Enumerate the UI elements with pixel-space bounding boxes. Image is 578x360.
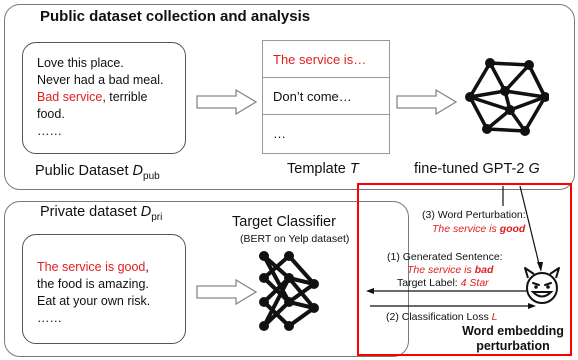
gpt-caption-text: fine-tuned GPT-2 — [414, 161, 529, 177]
public-text-line1: Love this place. — [37, 56, 124, 70]
step3-label: (3) Word Perturbation: — [422, 209, 526, 221]
public-caption-symbol: D — [132, 163, 144, 179]
classifier-network-icon — [259, 251, 319, 331]
gpt-caption: fine-tuned GPT-2 G — [414, 161, 540, 177]
step3-text-bold: good — [499, 223, 526, 235]
step2-label-text: (2) Classification Loss — [386, 311, 492, 323]
private-text-line3: Eat at your own risk. — [37, 294, 151, 308]
public-text-line5: …… — [37, 124, 62, 138]
step1-text-plain: The service is — [407, 264, 475, 276]
private-text-highlight: The service is good — [37, 260, 146, 274]
target-label-value: 4 Star — [460, 277, 489, 289]
public-panel-title: Public dataset collection and analysis — [40, 8, 311, 25]
private-text-line1: The service is good, — [37, 259, 175, 276]
gpt-caption-symbol: G — [528, 161, 540, 177]
step3-text-plain: The service is — [432, 223, 500, 235]
right-arrow-icon — [396, 89, 458, 115]
devil-face-icon — [524, 267, 560, 304]
template-caption: Template T — [287, 161, 359, 177]
step2-symbol: L — [491, 311, 498, 323]
gpt-network-icon — [465, 58, 549, 136]
public-dataset-textbox: Love this place. Never had a bad meal. B… — [22, 42, 186, 154]
gpt-to-devil-line — [519, 185, 541, 269]
public-caption-sub: pub — [143, 170, 160, 182]
public-text-line3: Bad service, terrible — [37, 89, 175, 106]
step2-label: (2) Classification Loss L — [386, 311, 497, 323]
template-table: The service is… Don’t come… … — [262, 40, 390, 154]
target-label: Target Label: 4 Star — [397, 277, 489, 289]
perturbation-title-line1: Word embedding — [462, 324, 564, 338]
public-caption-text: Public Dataset — [35, 163, 133, 179]
target-label-prefix: Target Label: — [397, 277, 461, 289]
template-row: … — [273, 126, 286, 141]
template-row: The service is… — [263, 41, 389, 78]
private-text-line2: the food is amazing. — [37, 277, 149, 291]
private-dataset-textbox: The service is good, the food is amazing… — [22, 234, 186, 344]
template-caption-symbol: T — [349, 161, 359, 177]
word-embedding-perturbation-box — [357, 183, 572, 356]
step3-text: The service is good — [432, 223, 525, 235]
private-panel-title: Private dataset Dpri — [40, 204, 162, 223]
private-title-sub: pri — [151, 211, 163, 223]
public-text-line4: food. — [37, 107, 65, 121]
private-title-symbol: D — [140, 204, 152, 220]
public-text-line3-rest: , terrible — [102, 90, 148, 104]
template-caption-text: Template — [287, 161, 350, 177]
step1-text: The service is bad — [407, 264, 493, 276]
classifier-title: Target Classifier — [232, 214, 336, 230]
public-text-highlight: Bad service — [37, 90, 103, 104]
private-text-line1-rest: , — [145, 260, 149, 274]
right-arrow-icon — [196, 279, 258, 305]
private-text-line4: …… — [37, 311, 62, 325]
perturbation-title: Word embedding perturbation — [457, 324, 569, 354]
step1-text-bold: bad — [474, 264, 494, 276]
private-title-text: Private dataset — [40, 204, 141, 220]
right-arrow-icon — [196, 89, 258, 115]
classifier-subtitle: (BERT on Yelp dataset) — [240, 233, 350, 245]
perturbation-title-line2: perturbation — [476, 339, 550, 353]
template-row: Don’t come… — [263, 78, 389, 115]
public-text-line2: Never had a bad meal. — [37, 73, 164, 87]
public-dataset-caption: Public Dataset Dpub — [35, 163, 160, 182]
step1-label: (1) Generated Sentence: — [387, 251, 503, 263]
